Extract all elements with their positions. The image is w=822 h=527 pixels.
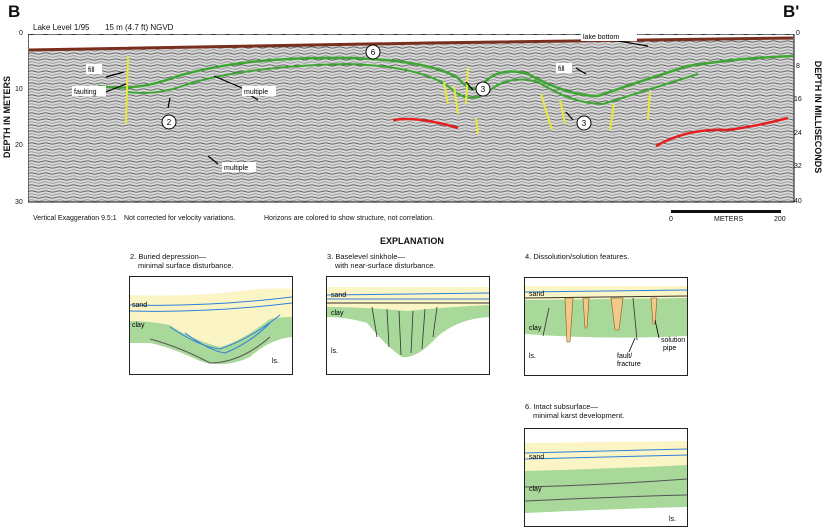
- panel-2-caption-2: minimal surface disturbance.: [138, 261, 234, 270]
- panel-2-caption-1: 2. Buried depression—: [130, 252, 207, 261]
- panel-3-clay-label: clay: [331, 310, 344, 317]
- panel-6-sand-label: sand: [529, 454, 544, 461]
- not-corrected-note: Not corrected for velocity variations.: [124, 215, 236, 222]
- fill-left-label: fill: [88, 67, 95, 74]
- panel-6-ls-label: ls.: [669, 516, 676, 523]
- lake-bottom-line: [28, 36, 794, 52]
- panel-6-diagram: sand clay ls.: [525, 429, 687, 526]
- panel-4-solution-label: solution: [661, 337, 685, 344]
- right-tick-24: 24: [794, 130, 802, 137]
- panel-2-clay-label: clay: [132, 322, 145, 329]
- seismic-profile: 6 2 3 3 fill faulting multiple multiple …: [28, 34, 795, 203]
- lake-bottom-label: lake bottom: [583, 34, 619, 41]
- panel-3-ls-label: ls.: [331, 348, 338, 355]
- left-tick-0: 0: [19, 30, 23, 37]
- profile-end-label: B': [783, 2, 800, 21]
- left-tick-20: 20: [15, 142, 23, 149]
- circle-label-2: 2: [167, 118, 172, 127]
- circle-label-3a: 3: [481, 85, 486, 94]
- horizons-note: Horizons are colored to show structure, …: [264, 215, 435, 222]
- left-tick-10: 10: [15, 86, 23, 93]
- vertical-exaggeration-note: Vertical Exaggeration 9.5:1: [33, 215, 117, 222]
- panel-4-sand-label: sand: [529, 291, 544, 298]
- right-tick-0: 0: [796, 30, 800, 37]
- panel-4-fault-label: fault/: [617, 353, 632, 360]
- panel-baselevel-sinkhole: sand clay ls.: [326, 276, 490, 375]
- right-tick-32: 32: [794, 163, 802, 170]
- panel-intact-subsurface: sand clay ls.: [524, 428, 688, 527]
- panel-4-ls-label: ls.: [529, 353, 536, 360]
- panel-2-diagram: sand clay ls.: [130, 277, 292, 374]
- fill-right-label: fill: [558, 66, 565, 73]
- panel-4-diagram: sand clay ls. solution pipe fault/ fract…: [525, 278, 687, 375]
- ngvd-label: 15 m (4.7 ft) NGVD: [105, 23, 174, 32]
- panel-4-clay-label: clay: [529, 325, 542, 332]
- multiple-upper-label: multiple: [244, 89, 268, 96]
- scale-max: 200: [774, 216, 786, 223]
- panel-6-clay-label: clay: [529, 486, 542, 493]
- panel-dissolution: sand clay ls. solution pipe fault/ fract…: [524, 277, 688, 376]
- right-tick-16: 16: [794, 96, 802, 103]
- panel-3-diagram: sand clay ls.: [327, 277, 489, 374]
- right-axis-title: DEPTH IN MILLISECONDS: [813, 60, 822, 174]
- red-horizon-left: [392, 117, 459, 130]
- scale-units: METERS: [714, 216, 744, 223]
- circle-label-6: 6: [371, 48, 376, 57]
- profile-start-label: B: [8, 2, 21, 21]
- right-tick-40: 40: [794, 198, 802, 205]
- multiple-lower-label: multiple: [224, 165, 248, 172]
- right-tick-8: 8: [796, 63, 800, 70]
- panel-6-caption-1: 6. Intact subsurface—: [525, 402, 598, 411]
- panel-4-pipe-label: pipe: [663, 345, 676, 352]
- panel-buried-depression: sand clay ls.: [129, 276, 293, 375]
- circle-markers: [161, 44, 592, 131]
- left-axis-title: DEPTH IN METERS: [2, 76, 12, 159]
- panel-3-caption-1: 3. Baselevel sinkhole—: [327, 252, 405, 261]
- panel-4-caption-1: 4. Dissolution/solution features.: [525, 252, 630, 261]
- panel-6-caption-2: minimal karst development.: [533, 411, 625, 420]
- scale-zero: 0: [669, 216, 673, 223]
- scale-bar: [671, 210, 781, 213]
- circle-label-3b: 3: [582, 119, 587, 128]
- explanation-title: EXPLANATION: [380, 236, 444, 246]
- red-horizon-right: [655, 116, 789, 148]
- left-tick-30: 30: [15, 199, 23, 206]
- panel-3-caption-2: with near-surface disturbance.: [335, 261, 436, 270]
- panel-4-fracture-label: fracture: [617, 361, 641, 368]
- faults: [125, 55, 651, 135]
- panel-2-sand-label: sand: [132, 302, 147, 309]
- panel-2-ls-label: ls.: [272, 358, 279, 365]
- panel-3-sand-label: sand: [331, 292, 346, 299]
- faulting-label: faulting: [74, 89, 97, 96]
- lake-level-label: Lake Level 1/95: [33, 23, 90, 32]
